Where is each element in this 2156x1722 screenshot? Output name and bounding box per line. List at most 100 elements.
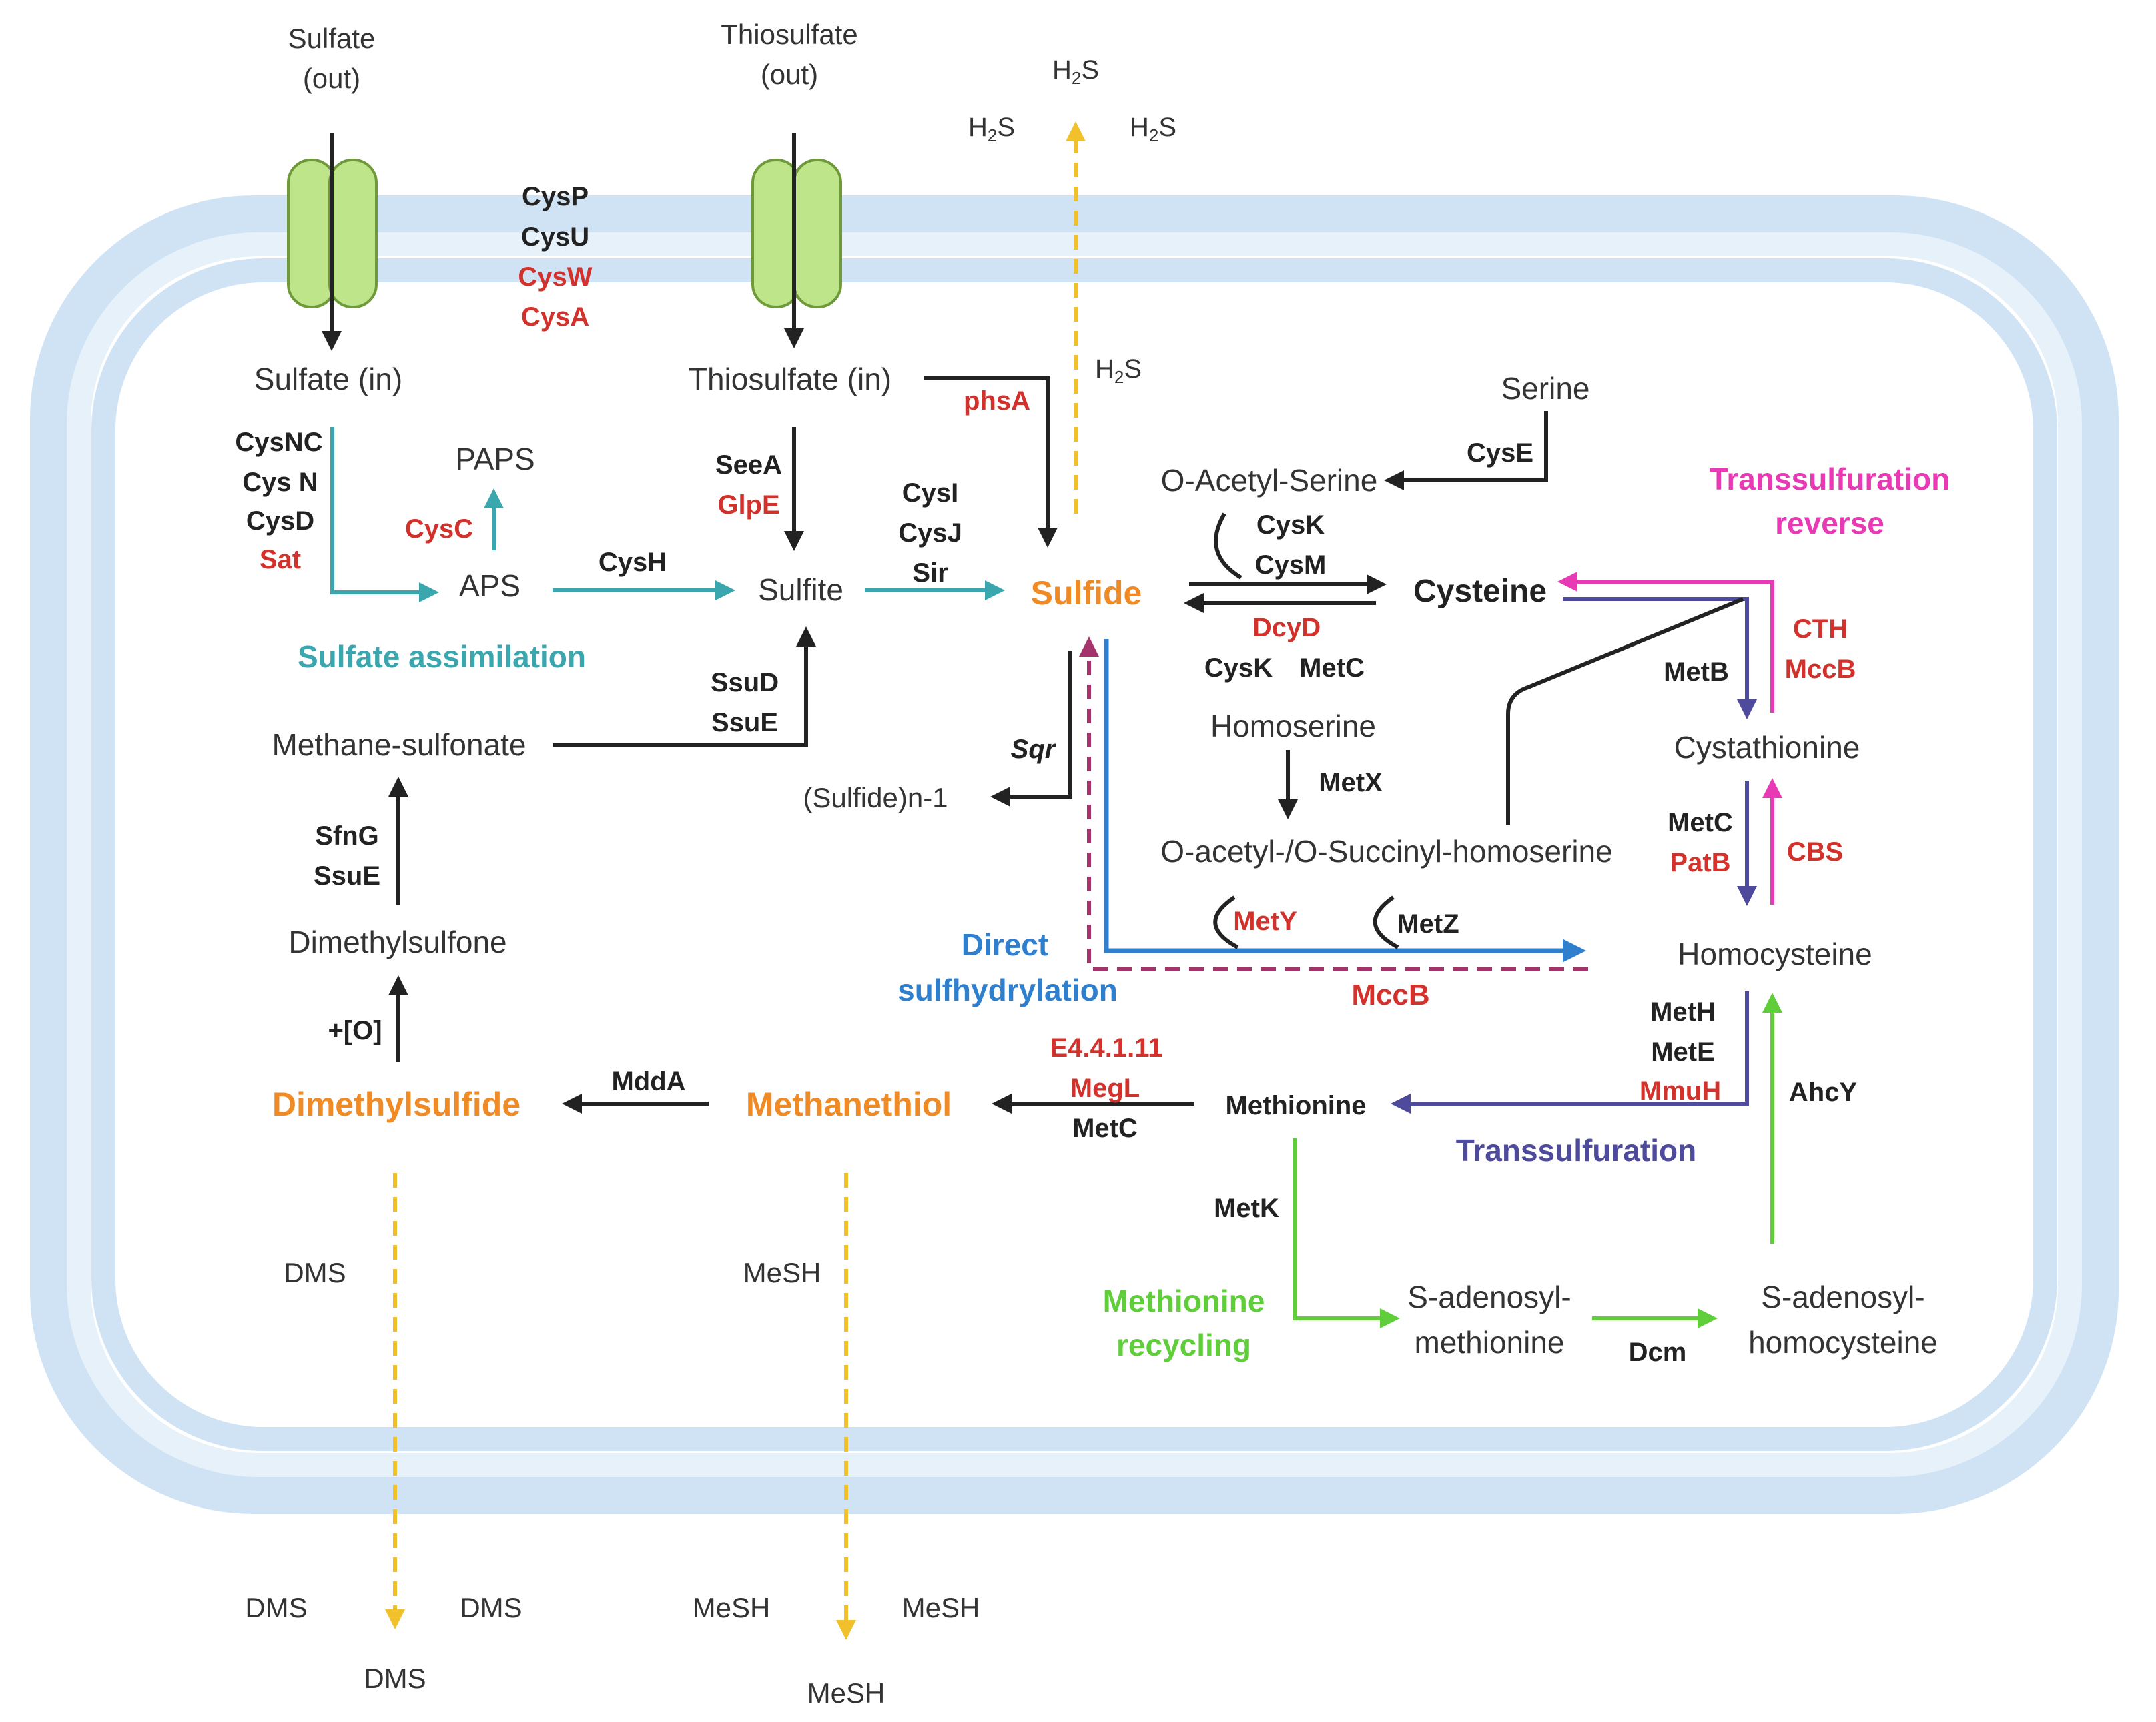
pathway-methionine-recycling-2: recycling [1116,1328,1251,1362]
label-mesh-out-bottom: MeSH [807,1677,885,1709]
enzyme-ssuE-bottom: SsuE [314,861,380,891]
curve-metz-input [1373,895,1399,949]
pathway-direct: Direct [962,927,1048,962]
enzyme-mccB-right: MccB [1785,655,1856,684]
pathway-direct-2: sulfhydrylation [897,973,1118,1007]
metabolite-methane-sulfonate: Methane-sulfonate [272,727,526,762]
label-mesh-out-right: MeSH [902,1592,980,1623]
enzyme-mccB-bottom: MccB [1351,979,1429,1011]
enzyme-mmuH: MmuH [1640,1076,1721,1106]
enzyme-metY: MetY [1233,907,1297,936]
label-plus-o: +[O] [328,1016,382,1045]
arrow-homocysteine-to-methionine [1391,991,1749,1114]
enzyme-sqr: Sqr [1011,735,1057,764]
metabolite-methionine: Methionine [1225,1091,1366,1120]
metabolite-sulfide-n1: (Sulfide)n-1 [803,782,948,813]
label-h2s-right: H2S [1130,113,1176,145]
enzyme-cysN: Cys N [242,468,318,497]
enzyme-cysM: CysM [1255,550,1327,580]
pathway-methionine-recycling: Methionine [1103,1284,1265,1318]
enzyme-metB: MetB [1664,657,1729,687]
enzyme-cysNC: CysNC [235,428,322,457]
label-dms-inside: DMS [284,1257,346,1288]
enzyme-metK: MetK [1214,1194,1279,1223]
enzyme-cysD: CysD [246,506,314,536]
metabolite-sam-2: methionine [1414,1325,1564,1360]
metabolite-dimethylsulfide: Dimethylsulfide [272,1086,520,1123]
enzyme-seeA: SeeA [715,450,782,480]
enzyme-glpE: GlpE [717,490,779,520]
label-mesh-out-left: MeSH [693,1592,771,1623]
arrow-thiosulfate-to-sulfide [924,376,1058,548]
enzyme-cbs: CBS [1787,837,1843,867]
pathway-arrows [322,121,1782,1640]
enzyme-dcyD: DcyD [1252,613,1321,642]
arrow-methionine-to-sam [1293,1138,1400,1328]
pathway-transsulfuration: Transsulfuration [1456,1133,1696,1168]
label-h2s-top: H2S [1052,55,1099,88]
metabolite-o-acetyl-homoserine: O-acetyl-/O-Succinyl-homoserine [1160,834,1612,869]
curve-oacetylserine-input [1214,512,1242,580]
label-thiosulfate-out: Thiosulfate [721,19,857,50]
enzyme-metE: MetE [1651,1037,1715,1067]
metabolite-sulfite: Sulfite [758,572,843,607]
enzyme-cysC: CysC [405,514,473,544]
label-sulfate-out: Sulfate [288,23,376,54]
curve-mety-input [1213,895,1239,949]
arrow-sulfate-to-aps [330,427,439,602]
label-dms-out-right: DMS [460,1592,522,1623]
label-h2s-left: H2S [968,113,1015,145]
pathway-transsulfuration-reverse-2: reverse [1775,506,1884,540]
enzyme-cysI: CysI [902,478,959,508]
pathway-transsulfuration-reverse: Transsulfuration [1710,462,1950,496]
enzyme-cysW: CysW [518,262,592,292]
metabolite-sam: S-adenosyl- [1407,1280,1571,1314]
thiosulfate-transporter-icon [751,159,842,308]
arrow-cystathionine-to-cysteine [1557,572,1774,713]
metabolite-cystathionine: Cystathionine [1674,730,1860,765]
metabolite-sulfate-in: Sulfate (in) [254,362,402,396]
metabolite-aps: APS [459,568,520,603]
metabolite-homocysteine: Homocysteine [1678,937,1872,971]
metabolite-homoserine: Homoserine [1210,709,1376,743]
enzyme-cysU: CysU [521,222,589,252]
enzyme-cysK-top: CysK [1256,510,1325,540]
enzyme-megL: MegL [1070,1073,1140,1103]
metabolite-cysteine: Cysteine [1413,574,1547,609]
metabolite-thiosulfate-in: Thiosulfate (in) [689,362,891,396]
label-thiosulfate-out-2: (out) [761,59,818,90]
enzyme-metC-top: MetC [1299,653,1365,683]
diagram-labels: Sulfate (out) Thiosulfate (out) H2S H2S … [235,19,1950,1709]
enzyme-cysE: CysE [1467,438,1533,468]
metabolite-sah: S-adenosyl- [1761,1280,1924,1314]
enzyme-metC-mid: MetC [1668,808,1733,837]
label-dms-out-left: DMS [245,1592,307,1623]
arrow-sulfide-to-polysulfide [990,651,1072,807]
arrow-methanesulfonate-to-sulfite [553,626,816,747]
sulfate-transporter-icon [287,159,378,308]
metabolite-serine: Serine [1501,371,1590,406]
enzyme-mddA: MddA [611,1067,685,1096]
enzyme-sat: Sat [260,545,301,574]
enzyme-metZ: MetZ [1397,909,1459,939]
enzyme-metC-bottom: MetC [1072,1114,1138,1143]
enzyme-sfnG: SfnG [315,821,379,851]
line-oacetylhomoserine-to-cystathionine [1506,597,1744,825]
metabolite-sah-2: homocysteine [1748,1325,1938,1360]
enzyme-ssuE-top: SsuE [711,708,778,737]
label-sulfate-out-2: (out) [303,63,360,94]
enzyme-phsA: phsA [964,386,1030,416]
arrow-direct-sulfhydrylation [1104,639,1586,963]
enzyme-cysJ: CysJ [898,518,962,548]
enzyme-metX: MetX [1319,768,1383,797]
arrow-serine-to-oacetylserine [1384,411,1548,490]
label-mesh-inside: MeSH [743,1257,821,1288]
enzyme-ahcY: AhcY [1789,1078,1858,1107]
enzyme-cysK-bottom: CysK [1204,653,1273,683]
arrow-cysteine-to-cystathionine [1563,597,1757,719]
pathway-sulfate-assimilation: Sulfate assimilation [298,639,586,674]
metabolite-sulfide: Sulfide [1031,574,1142,612]
metabolite-methanethiol: Methanethiol [746,1086,952,1123]
